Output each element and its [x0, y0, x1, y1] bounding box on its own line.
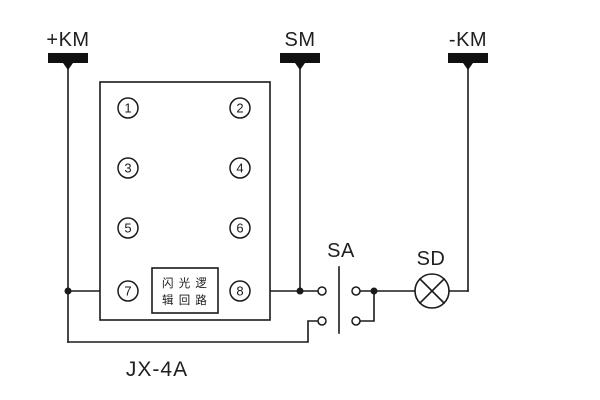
- relay-pin-8: 8: [229, 280, 251, 302]
- lamp-cross: [418, 277, 446, 305]
- terminal-km-minus: -KM: [448, 29, 488, 70]
- flash-logic-text-line1: 闪 光 逻: [162, 276, 208, 290]
- wire-bottom-run: [67, 320, 319, 343]
- lamp-sd: SD: [414, 248, 450, 309]
- pin-8-number: 8: [236, 284, 243, 299]
- relay-pin-3: 3: [117, 157, 139, 179]
- flash-logic-text-line2: 辑 回 路: [162, 293, 208, 307]
- junction-dots: [64, 287, 378, 295]
- terminal-km-plus-label: +KM: [46, 29, 89, 51]
- flash-logic-box: 闪 光 逻 辑 回 路: [151, 267, 219, 314]
- pin-6-number: 6: [236, 221, 243, 236]
- terminal-sm-notch: [295, 63, 305, 70]
- relay-pin-6: 6: [229, 217, 251, 239]
- terminal-km-minus-notch: [463, 63, 473, 70]
- pin-7-number: 7: [124, 284, 131, 299]
- terminal-km-minus-label: -KM: [449, 29, 487, 51]
- pin-8-circle: [229, 280, 251, 302]
- flash-logic-outline: [151, 267, 219, 314]
- pin-7-circle: [117, 280, 139, 302]
- terminal-sm-block: [280, 53, 320, 63]
- relay-pin-2: 2: [229, 97, 251, 119]
- junction-contact-return: [370, 287, 378, 295]
- pin-3-circle: [117, 157, 139, 179]
- relay-box: 1 2 3 4 5 6 7: [99, 81, 271, 321]
- terminal-sm: SM: [280, 29, 320, 70]
- pin-3-number: 3: [124, 161, 131, 176]
- terminal-km-plus: +KM: [46, 29, 89, 70]
- pin-1-circle: [117, 97, 139, 119]
- pin-5-circle: [117, 217, 139, 239]
- pin-2-number: 2: [236, 101, 243, 116]
- pin-6-circle: [229, 217, 251, 239]
- terminal-km-plus-notch: [63, 63, 73, 70]
- switch-contact-top-right: [351, 286, 361, 296]
- pin-5-number: 5: [124, 221, 131, 236]
- relay-pin-7: 7: [117, 280, 139, 302]
- switch-sa-label: SA: [327, 240, 355, 262]
- relay-pin-4: 4: [229, 157, 251, 179]
- wire-bottom-contact-return: [359, 290, 375, 322]
- pin-2-circle: [229, 97, 251, 119]
- junction-sm-line: [296, 287, 304, 295]
- switch-sa: SA: [317, 240, 361, 334]
- relay-pin-1: 1: [117, 97, 139, 119]
- pin-4-number: 4: [236, 161, 243, 176]
- terminal-km-minus-block: [448, 53, 488, 63]
- switch-contact-bottom-right: [351, 316, 361, 326]
- pin-4-circle: [229, 157, 251, 179]
- junction-kmplus-pin7: [64, 287, 72, 295]
- relay-pin-5: 5: [117, 217, 139, 239]
- switch-contact-bottom-left: [317, 316, 327, 326]
- switch-contact-top-left: [317, 286, 327, 296]
- lamp-sd-label: SD: [417, 248, 446, 270]
- terminal-km-plus-block: [48, 53, 88, 63]
- pin-1-number: 1: [124, 101, 131, 116]
- model-label: JX-4A: [126, 358, 188, 381]
- terminal-sm-label: SM: [285, 29, 316, 51]
